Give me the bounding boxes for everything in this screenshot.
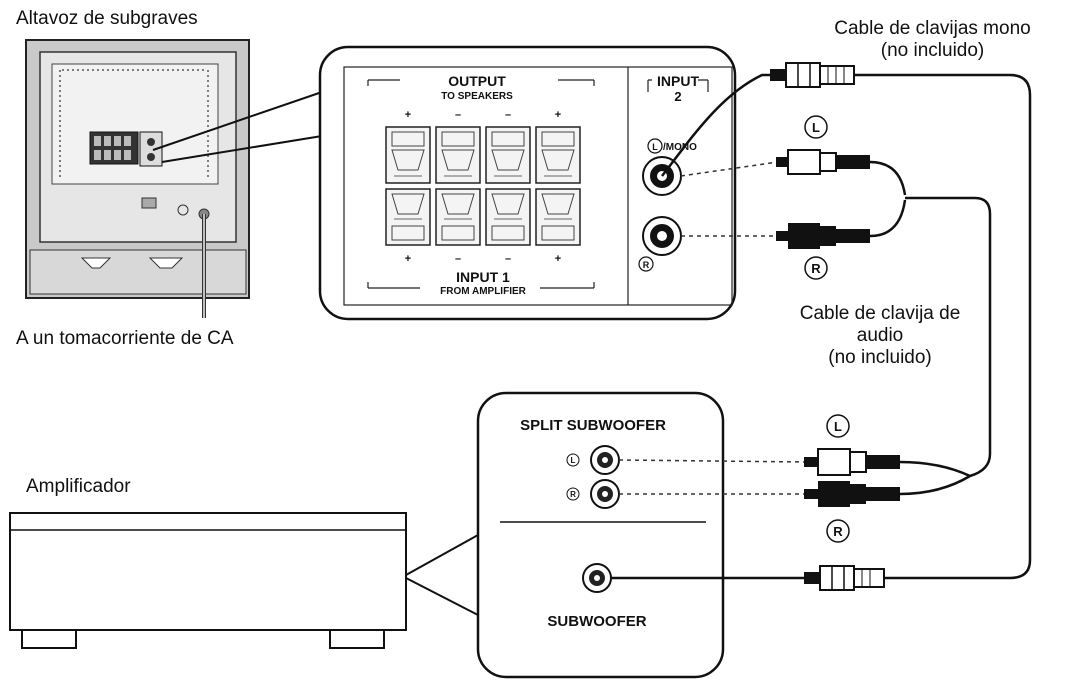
- split-right-symbol: R: [570, 490, 576, 499]
- audio-cable-label: Cable de clavija de audio (no incluido): [760, 303, 1000, 369]
- audio-cable-label-line3: (no incluido): [828, 347, 932, 368]
- split-right-jack: [590, 479, 620, 509]
- polarity-minus-bottom-2: –: [505, 253, 511, 265]
- audio-plug-right-top: [776, 223, 870, 249]
- polarity-minus-bottom-1: –: [455, 253, 461, 265]
- cable-marker-left-top-text: L: [812, 120, 820, 135]
- zoom-callout-lines: [152, 91, 323, 163]
- input2-right-jack: R: [638, 216, 682, 272]
- input2-right-symbol: R: [643, 260, 650, 270]
- audio-plug-left-bottom: [804, 448, 900, 476]
- polarity-plus-bottom-2: +: [555, 253, 561, 265]
- cable-marker-right-bottom-text: R: [833, 524, 843, 539]
- mono-cable-label-line2: (no incluido): [880, 40, 985, 61]
- mono-cable: [611, 73, 1032, 580]
- split-left-symbol: L: [571, 456, 576, 465]
- cable-marker-right-top: R: [804, 256, 828, 280]
- polarity-plus-bottom-1: +: [405, 253, 411, 265]
- polarity-plus-top-2: +: [555, 109, 561, 121]
- input2-mono-label: /MONO: [663, 142, 697, 153]
- input2-title: INPUT: [657, 73, 699, 89]
- ac-outlet-label: A un tomacorriente de CA: [16, 328, 234, 349]
- input2-number: 2: [674, 89, 681, 104]
- input1-subtitle: FROM AMPLIFIER: [440, 286, 527, 297]
- subwoofer-output-jack: [582, 563, 612, 593]
- input2-left-symbol: L: [652, 142, 658, 152]
- amplifier-label: Amplificador: [26, 476, 131, 497]
- amp-zoom-callout-lines: [405, 534, 479, 616]
- audio-plug-right-bottom: [804, 481, 900, 507]
- subwoofer-speaker-label: Altavoz de subgraves: [16, 8, 198, 29]
- cable-marker-left-top: L: [804, 115, 828, 139]
- cable-marker-right-top-text: R: [811, 261, 821, 276]
- polarity-plus-top-1: +: [405, 109, 411, 121]
- speaker-connection-panel: OUTPUT TO SPEAKERS INPUT 1 FROM AMPLIFIE…: [318, 45, 737, 321]
- subwoofer-speaker-illustration: [25, 39, 250, 318]
- polarity-minus-top-1: –: [455, 109, 461, 121]
- amplifier-illustration: [9, 512, 407, 649]
- audio-plug-left-top: [776, 149, 870, 175]
- cable-marker-left-bottom-text: L: [834, 419, 842, 434]
- split-left-jack: [590, 445, 620, 475]
- mono-cable-label-line1: Cable de clavijas mono: [834, 18, 1031, 39]
- cable-marker-left-bottom: L: [826, 414, 850, 438]
- audio-cable: [869, 160, 992, 496]
- input1-title: INPUT 1: [456, 269, 510, 285]
- output-subtitle: TO SPEAKERS: [441, 91, 513, 102]
- audio-cable-label-line2: audio: [856, 325, 904, 346]
- output-title: OUTPUT: [448, 73, 506, 89]
- dashed-connection-lines: [618, 161, 807, 495]
- cable-marker-right-bottom: R: [826, 519, 850, 543]
- split-subwoofer-title: SPLIT SUBWOOFER: [520, 417, 666, 434]
- mono-plug-bottom: [804, 565, 885, 591]
- mono-cable-label: Cable de clavijas mono (no incluido): [800, 18, 1065, 62]
- polarity-minus-top-2: –: [505, 109, 511, 121]
- audio-cable-label-line1: Cable de clavija de: [799, 303, 961, 324]
- amplifier-output-panel: SPLIT SUBWOOFER SUBWOOFER L R: [476, 391, 725, 679]
- subwoofer-title: SUBWOOFER: [547, 613, 646, 630]
- mono-plug-top: [770, 62, 855, 88]
